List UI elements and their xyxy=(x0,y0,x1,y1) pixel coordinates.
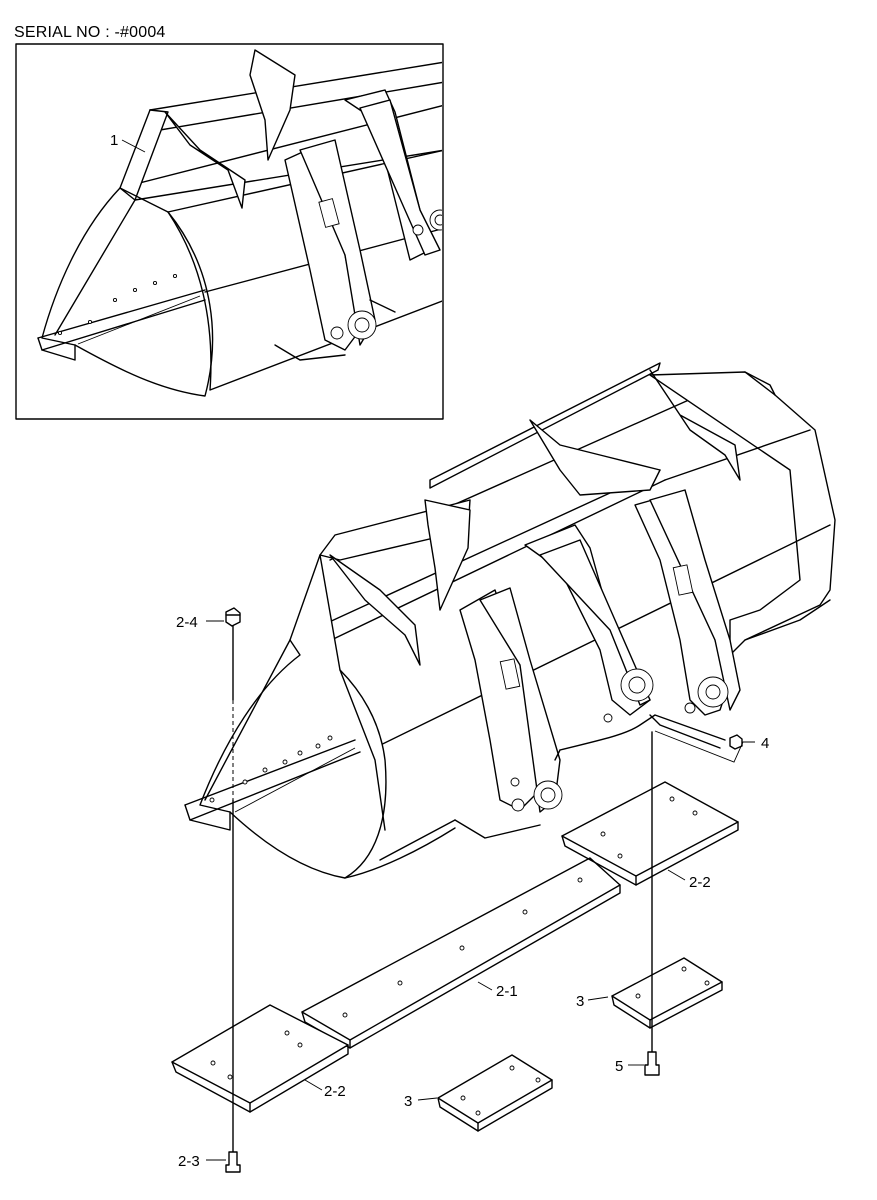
callout-2-2-right: 2-2 xyxy=(689,874,711,891)
main-bucket xyxy=(184,362,836,879)
callout-2-3: 2-3 xyxy=(178,1153,200,1170)
callout-2-1: 2-1 xyxy=(496,983,518,1000)
serial-number: SERIAL NO : -#0004 xyxy=(14,24,166,41)
main-edge-holes xyxy=(209,735,333,803)
callout-5: 5 xyxy=(615,1058,623,1075)
edge-part-2-2-right xyxy=(561,781,739,886)
callout-3-left: 3 xyxy=(404,1093,412,1110)
fasteners xyxy=(206,607,755,1173)
callout-4: 4 xyxy=(761,735,769,752)
edge-part-2-1 xyxy=(301,857,621,1049)
inset-view: 1 xyxy=(15,43,444,420)
callout-2-2-left: 2-2 xyxy=(324,1083,346,1100)
inset-bucket xyxy=(37,49,442,397)
edge-part-3-right xyxy=(611,957,723,1029)
callout-3-right: 3 xyxy=(576,993,584,1010)
inset-frame xyxy=(15,43,444,420)
edge-part-3-left xyxy=(437,1054,553,1132)
nut-2-4-icon xyxy=(225,607,241,627)
bolt-5-icon xyxy=(644,1051,660,1076)
callout-1: 1 xyxy=(110,132,118,149)
edge-part-2-2-left xyxy=(171,1004,349,1113)
bolt-2-3-icon xyxy=(225,1151,241,1173)
inset-edge-holes xyxy=(57,273,178,336)
nut-4-icon xyxy=(729,734,743,750)
callout-2-4: 2-4 xyxy=(176,614,198,631)
